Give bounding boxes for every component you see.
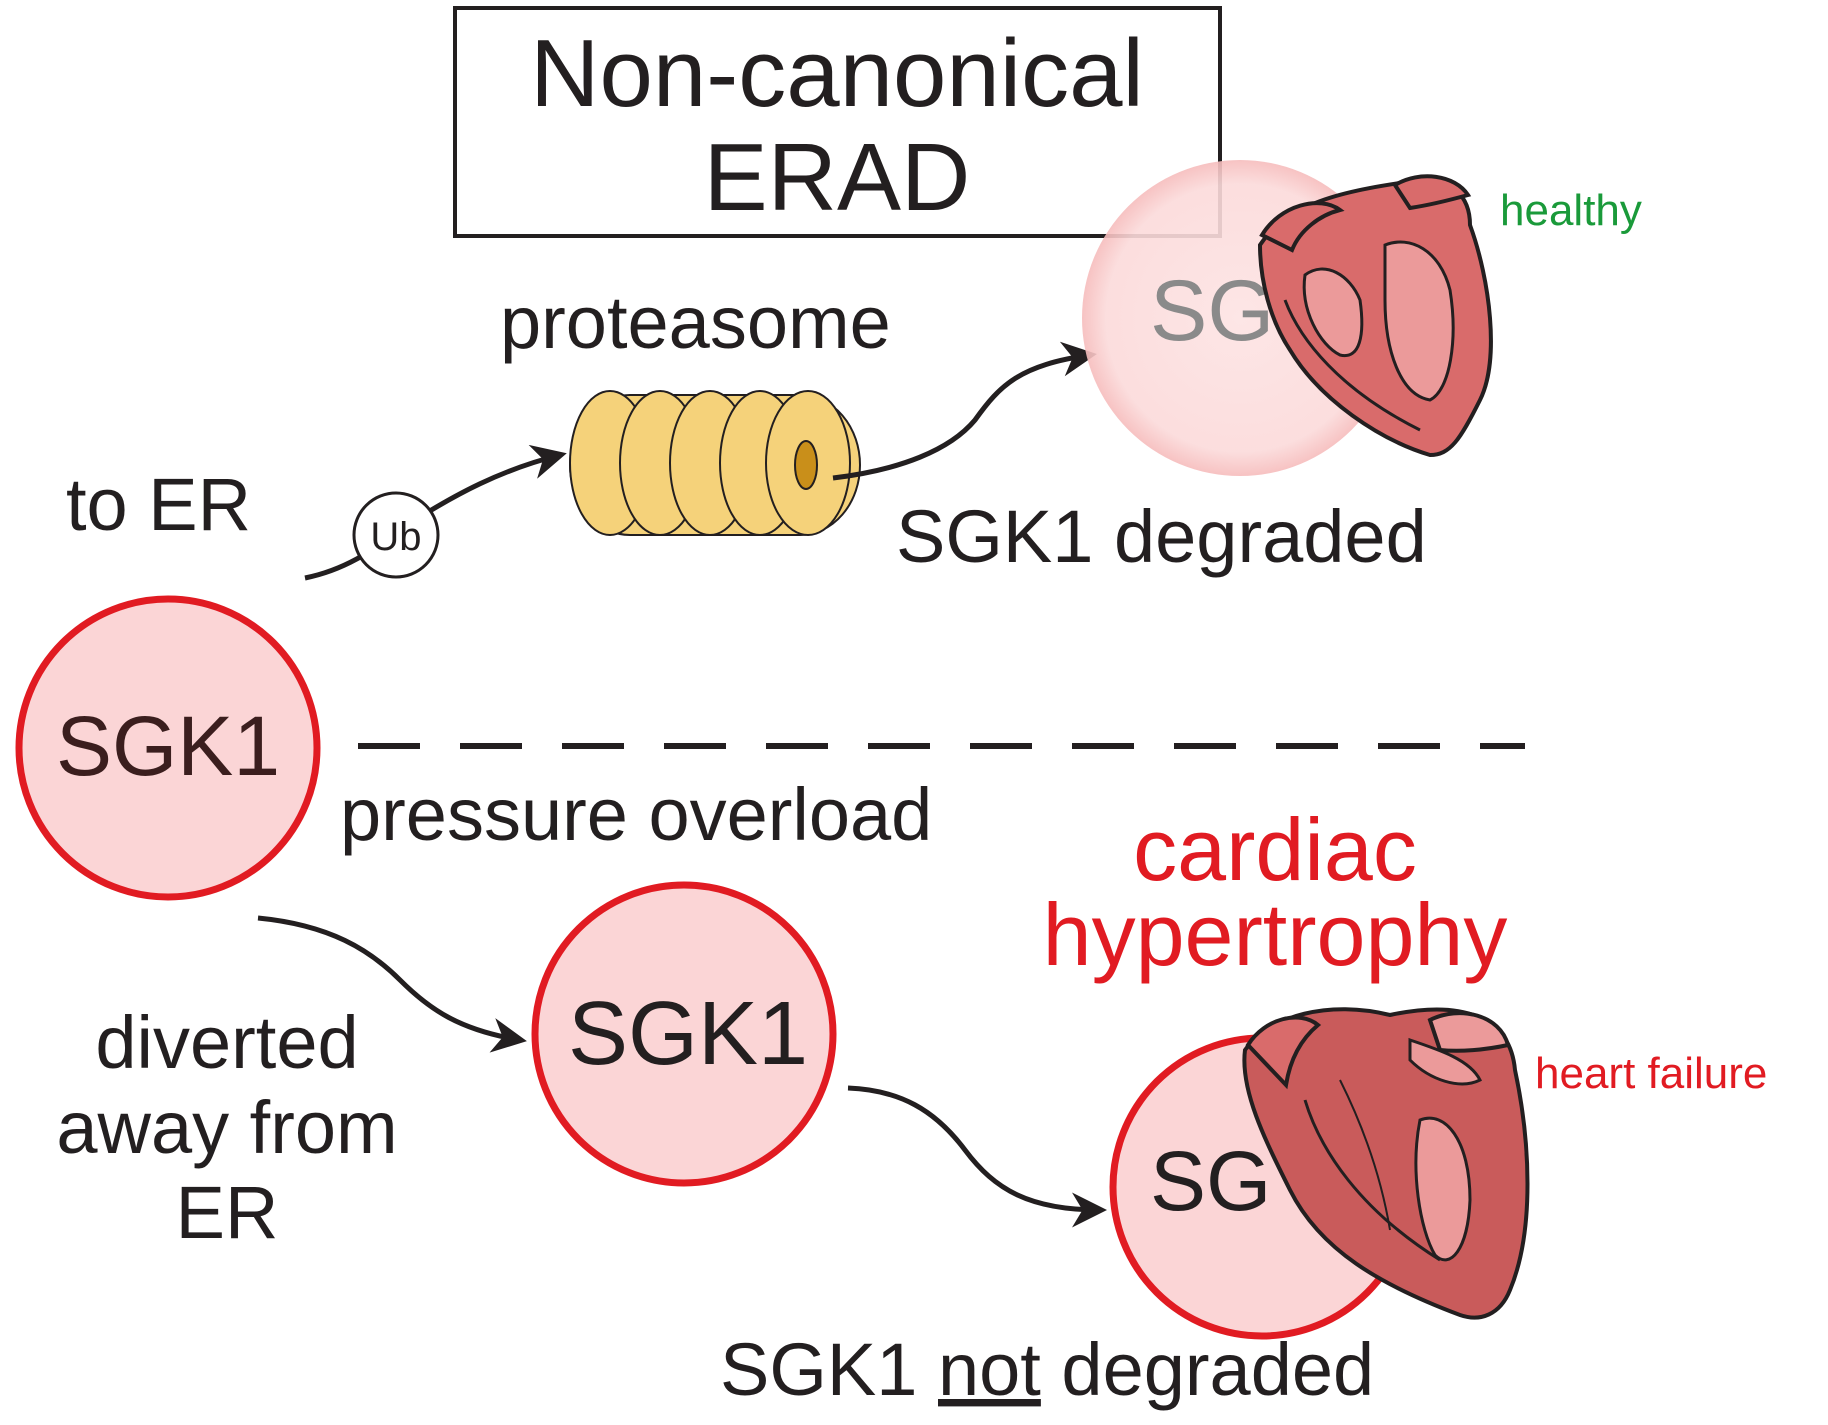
sgk1-degraded-label: SGK1 degraded: [896, 495, 1427, 578]
pressure-overload-label: pressure overload: [340, 773, 932, 856]
title-line-1: Non-canonical: [530, 20, 1144, 127]
faded-protein-label: SG: [1150, 263, 1274, 359]
not-degraded-suffix: degraded: [1041, 1328, 1374, 1411]
failing-heart-icon: [1242, 1007, 1530, 1320]
not-degraded-emphasis: not: [938, 1328, 1041, 1411]
to-er-label: to ER: [66, 463, 251, 546]
title-line-2: ERAD: [704, 124, 971, 231]
proteasome-icon: [569, 390, 861, 536]
middle-protein-label: SGK1: [568, 984, 808, 1084]
middle-protein-circle-icon: SGK1: [531, 881, 837, 1187]
ubiquitin-label: Ub: [370, 515, 421, 559]
heart-failure-label: heart failure: [1535, 1049, 1767, 1098]
source-protein-label: SGK1: [56, 699, 280, 793]
diverted-label-line-1: diverted: [95, 1001, 358, 1084]
ubiquitin-icon: Ub: [352, 491, 440, 579]
title-box: Non-canonical ERAD: [453, 6, 1222, 238]
arrow-to-degraded-icon: [832, 341, 1097, 481]
not-degraded-prefix: SGK1: [720, 1328, 938, 1411]
persistent-protein-label: SG: [1150, 1134, 1271, 1228]
hypertrophy-label: hypertrophy: [1043, 885, 1508, 984]
proteasome-label: proteasome: [500, 281, 891, 364]
arrow-to-failing-heart-icon: [847, 1085, 1107, 1228]
healthy-heart-icon: [1257, 174, 1493, 458]
source-protein-circle-icon: SGK1: [15, 595, 321, 901]
arrow-to-middle-protein-icon: [257, 915, 527, 1053]
cardiac-label: cardiac: [1133, 800, 1417, 899]
diverted-label-line-3: ER: [176, 1171, 279, 1254]
healthy-label: healthy: [1500, 186, 1642, 235]
sgk1-not-degraded-label: SGK1 not degraded: [720, 1328, 1374, 1411]
diverted-label-line-2: away from: [56, 1086, 397, 1169]
